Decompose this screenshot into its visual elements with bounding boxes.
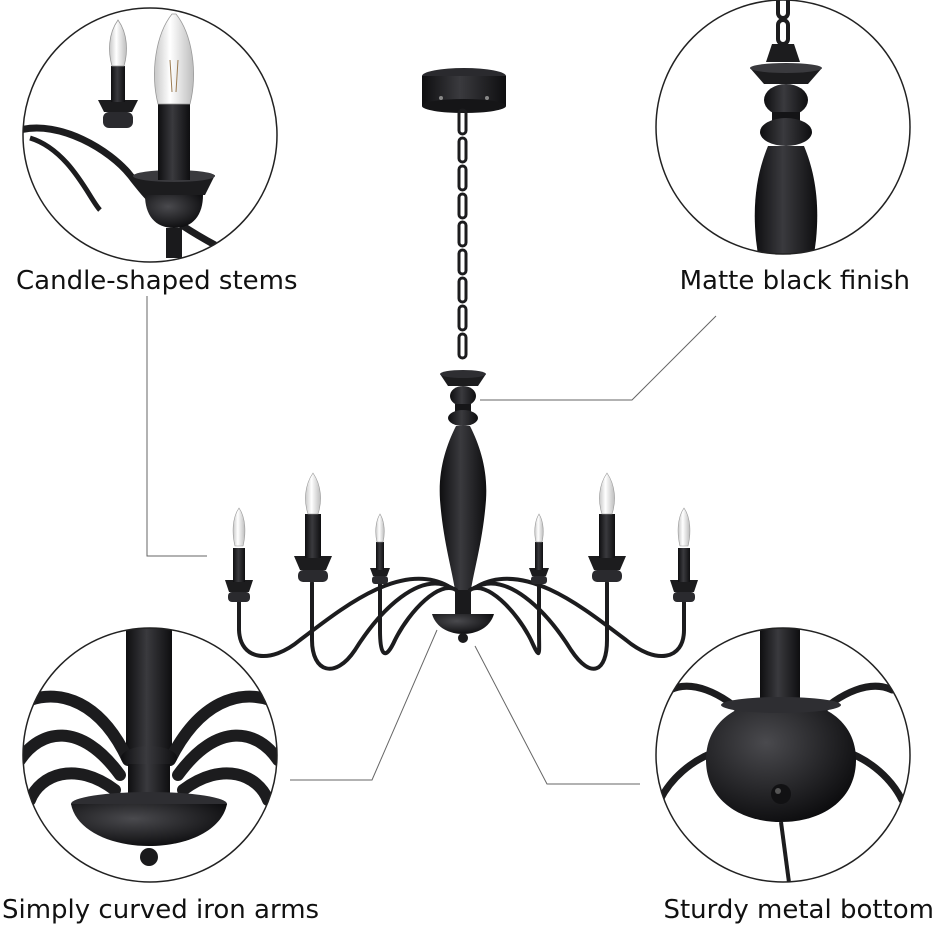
leader-lines (146, 296, 717, 785)
bottom-detail-image (655, 627, 911, 883)
candle-stem-detail-image (22, 7, 278, 263)
arms-detail-image (22, 627, 278, 883)
chandelier-image (225, 68, 698, 671)
callout-sturdy-metal-bottom: Sturdy metal bottom (663, 895, 934, 925)
callout-matte-black-finish: Matte black finish (679, 266, 910, 296)
callout-curved-iron-arms: Simply curved iron arms (2, 895, 320, 925)
callout-candle-shaped-stems: Candle-shaped stems (16, 266, 298, 296)
finish-detail-image (655, 0, 911, 255)
